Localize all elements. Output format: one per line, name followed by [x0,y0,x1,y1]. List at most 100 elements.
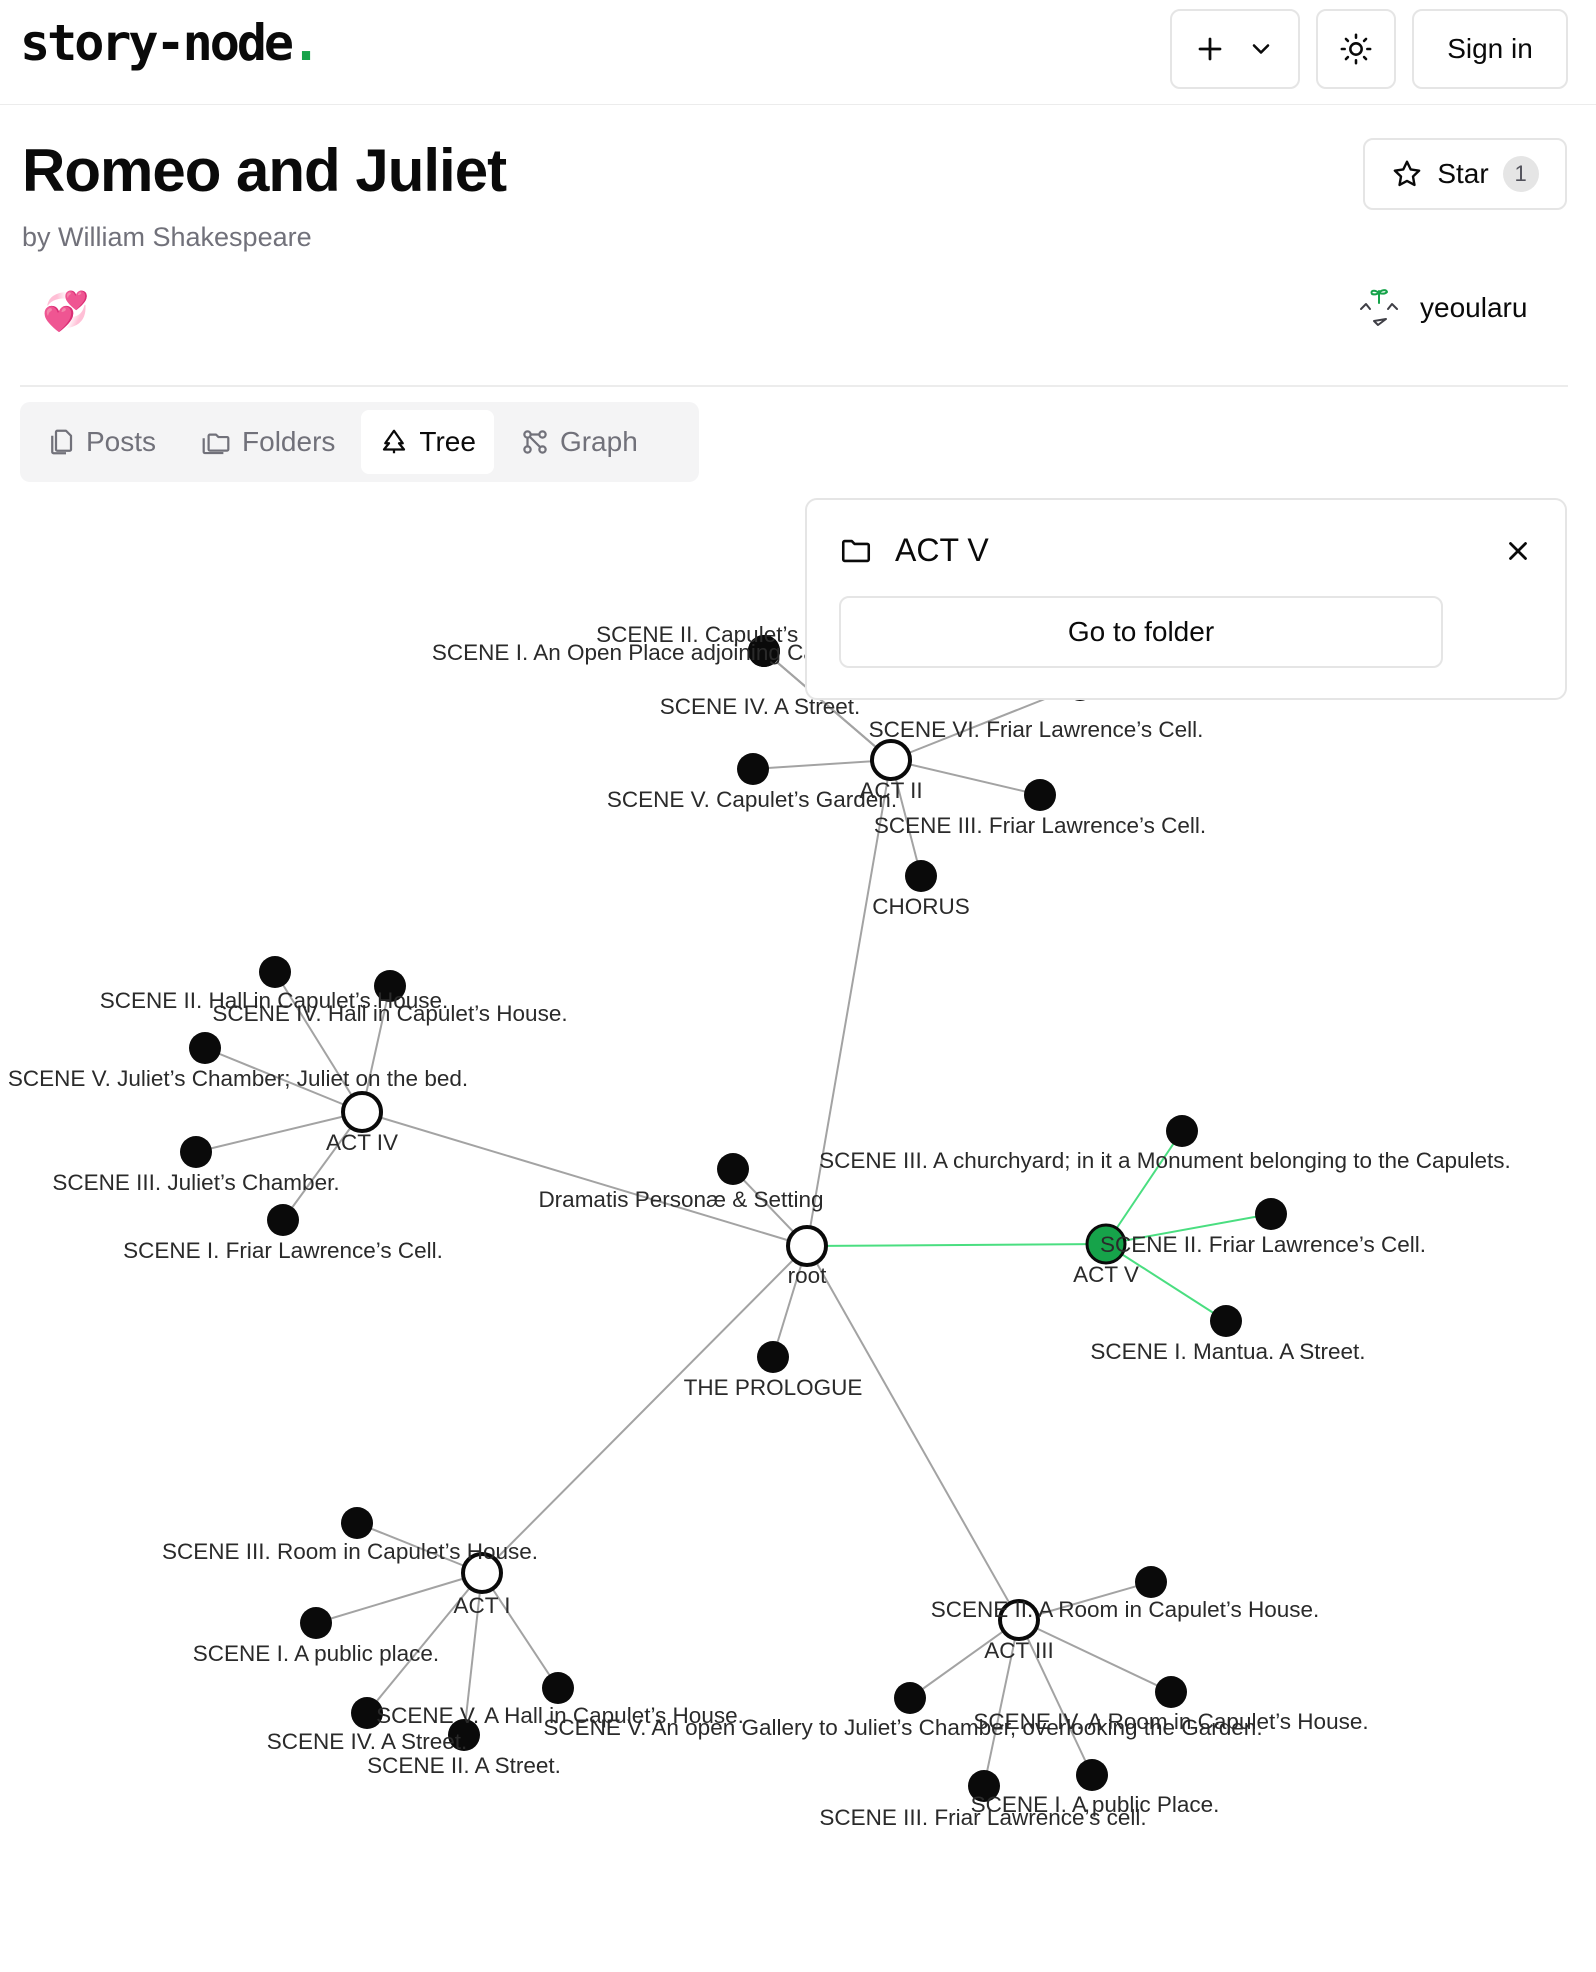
folder-node-act2[interactable] [870,739,912,781]
node-label-a1s5: SCENE V. A Hall in Capulet’s House. [376,1703,744,1728]
post-node-a1s3[interactable] [341,1507,373,1539]
top-navbar: story-node. Sign in [0,0,1596,105]
tree-icon [383,429,406,454]
node-label-act3: ACT III [984,1638,1054,1663]
node-label-a4s5: SCENE V. Juliet’s Chamber; Juliet on the… [8,1066,468,1091]
node-label-a4s2: SCENE II. Hall in Capulet’s House. [100,988,449,1013]
folder-node-root[interactable] [786,1225,828,1267]
post-node-a5s2[interactable] [1255,1198,1287,1230]
edge-act1-a1s2 [463,1572,483,1736]
node-label-a5s1: SCENE I. Mantua. A Street. [1090,1339,1365,1364]
post-node-a4s4[interactable] [374,970,406,1002]
edge-act4-a4s2 [274,971,363,1113]
tab-graph[interactable]: Graph [502,410,656,474]
node-label-root: root [788,1263,828,1288]
edge-act3-a3s1 [1018,1619,1093,1776]
view-tabs: Posts Folders Tree Graph [20,402,699,482]
story-emoji: 💞 [42,291,90,333]
edge-act2-a2s3 [890,759,1041,796]
popover-title: ACT V [895,532,989,568]
edge-act3-a3s5 [909,1619,1020,1699]
sign-in-button[interactable]: Sign in [1412,9,1568,89]
node-label-chorus: CHORUS [872,894,970,919]
node-label-a3s4: SCENE IV. A Room in Capulet’s House. [973,1709,1368,1734]
edge-root-act3 [806,1245,1020,1621]
edge-act4-a4s5 [204,1047,363,1113]
node-label-a4s4: SCENE IV. Hall in Capulet’s House. [212,1001,567,1026]
folder-popover: ACT V Go to folder [805,498,1567,700]
sun-icon [1340,33,1372,65]
star-icon [1393,160,1421,187]
post-node-a4s2[interactable] [259,956,291,988]
edge-root-act4 [361,1111,808,1247]
edge-act1-a1s5 [481,1572,559,1689]
node-label-act1: ACT I [453,1593,510,1618]
tab-posts[interactable]: Posts [28,410,174,474]
post-node-a4s5[interactable] [189,1032,221,1064]
post-node-a1s1[interactable] [300,1607,332,1639]
node-label-a2s3: SCENE III. Friar Lawrence’s Cell. [874,813,1206,838]
header-divider [20,385,1568,387]
post-node-prologue[interactable] [757,1341,789,1373]
graph-icon [523,430,547,454]
post-node-dp[interactable] [717,1153,749,1185]
close-icon[interactable] [1503,536,1533,566]
post-node-a1s2[interactable] [448,1719,480,1751]
node-label-a4s3: SCENE III. Juliet’s Chamber. [52,1170,339,1195]
post-node-a3s1[interactable] [1076,1759,1108,1791]
edge-act5-a5s2 [1105,1213,1272,1245]
tab-tree-label: Tree [419,426,476,457]
node-label-dp: Dramatis Personæ & Setting [538,1187,823,1212]
post-node-chorus[interactable] [905,860,937,892]
post-node-a2s3[interactable] [1024,779,1056,811]
go-to-folder-button[interactable]: Go to folder [839,596,1443,668]
edge-root-act2 [806,759,892,1247]
edge-act3-a3s2 [1018,1581,1152,1621]
folder-node-act5[interactable] [1085,1223,1127,1265]
edge-root-act5 [806,1243,1107,1247]
post-node-a1s5[interactable] [542,1672,574,1704]
edge-act5-a5s1 [1105,1243,1227,1322]
edge-act3-a3s4 [1018,1619,1172,1693]
post-node-a2s4[interactable] [748,635,780,667]
owner-profile[interactable]: yeoularu [1356,285,1527,331]
folder-node-act4[interactable] [341,1091,383,1133]
star-button[interactable]: Star 1 [1363,138,1567,210]
logo[interactable]: story-node. [20,14,321,72]
post-node-a5s3[interactable] [1166,1115,1198,1147]
node-label-a5s2: SCENE II. Friar Lawrence’s Cell. [1100,1232,1426,1257]
node-label-a4s1: SCENE I. Friar Lawrence’s Cell. [123,1238,443,1263]
page-title: Romeo and Juliet [22,137,507,204]
edge-act2-a2s4 [763,650,892,761]
owner-name: yeoularu [1420,292,1528,323]
node-label-act2: ACT II [859,778,922,803]
post-node-a4s1[interactable] [267,1204,299,1236]
post-node-a5s1[interactable] [1210,1305,1242,1337]
theme-toggle-button[interactable] [1316,9,1396,89]
logo-text: story-node [20,14,294,72]
tab-graph-label: Graph [559,426,638,457]
edge-act1-a1s4 [366,1572,483,1714]
post-node-a4s3[interactable] [180,1136,212,1168]
post-node-a3s2[interactable] [1135,1566,1167,1598]
post-node-a1s4[interactable] [351,1697,383,1729]
edge-act3-a3s3 [983,1619,1020,1787]
node-label-a3s1: SCENE I. A public Place. [971,1792,1220,1817]
node-label-a1s3: SCENE III. Room in Capulet’s House. [162,1539,538,1564]
post-node-a3s3[interactable] [968,1770,1000,1802]
post-node-a3s4[interactable] [1155,1676,1187,1708]
tab-folders[interactable]: Folders [182,410,353,474]
folder-node-act3[interactable] [998,1599,1040,1641]
edge-act4-a4s4 [361,985,391,1113]
folder-node-act1[interactable] [461,1552,503,1594]
node-label-act4: ACT IV [326,1130,398,1155]
node-label-prologue: THE PROLOGUE [684,1375,863,1400]
folder-icon [841,539,871,563]
node-label-act5: ACT V [1073,1262,1139,1287]
post-node-a3s5[interactable] [894,1682,926,1714]
author-line: by William Shakespeare [22,222,312,252]
post-node-a2s5[interactable] [737,753,769,785]
tab-tree[interactable]: Tree [361,410,494,474]
new-dropdown-button[interactable] [1170,9,1300,89]
